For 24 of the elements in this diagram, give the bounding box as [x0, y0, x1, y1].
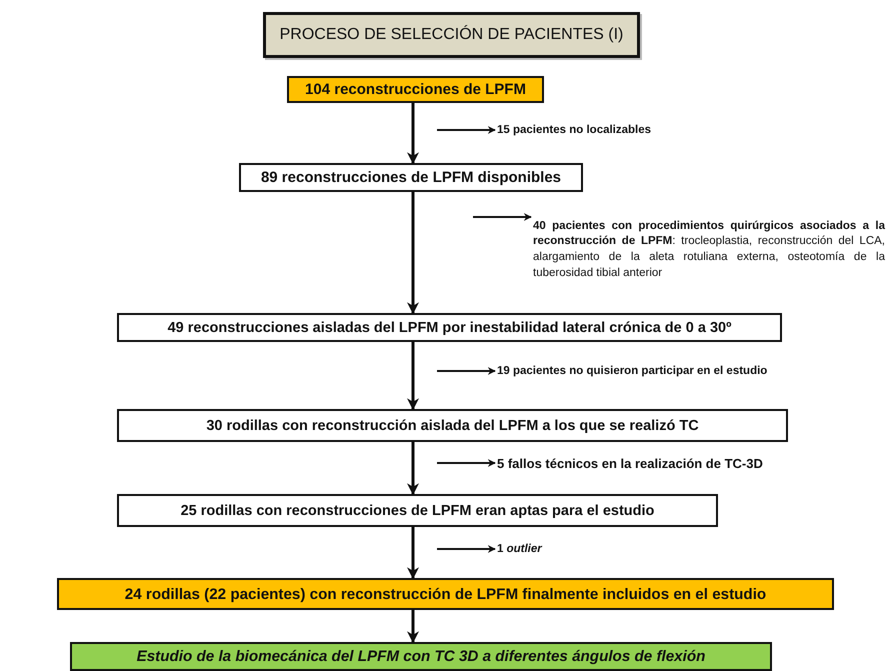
- arrow: [407, 442, 419, 496]
- arrow: [473, 213, 532, 221]
- arrow: [407, 527, 419, 580]
- process-box: 30 rodillas con reconstrucción aislada del LPFM a los que se realizó TC: [117, 409, 788, 442]
- result-box: Estudio de la biomecánica del LPFM con TC 3D a diferentes ángulos de flexión: [70, 642, 772, 671]
- arrow: [437, 367, 496, 375]
- arrow: [407, 610, 419, 644]
- exclusion-note: 19 pacientes no quisieron participar en el estudio: [497, 365, 768, 377]
- process-box: 24 rodillas (22 pacientes) con reconstrucción de LPFM finalmente incluidos en el estudio: [57, 578, 834, 610]
- process-box: 89 reconstrucciones de LPFM disponibles: [239, 163, 583, 192]
- arrow: [437, 126, 496, 134]
- exclusion-note: 15 pacientes no localizables: [497, 124, 652, 136]
- arrow: [437, 545, 496, 553]
- title-box: PROCESO DE SELECCIÓN DE PACIENTES (I): [263, 12, 640, 58]
- arrow: [407, 342, 419, 410]
- arrow: [407, 103, 419, 164]
- exclusion-note: 1 outlier: [497, 543, 542, 555]
- process-box: 49 reconstrucciones aisladas del LPFM por inestabilidad lateral crónica de 0 a 30º: [117, 313, 782, 342]
- exclusion-note: 5 fallos técnicos en la realización de TC-3D: [497, 456, 763, 470]
- arrow: [407, 192, 419, 314]
- exclusion-note: 40 pacientes con procedimientos quirúrgicos asociados a la reconstrucción de LPFM: trocleoplastia, reconstrucción del LCA, alargamiento de la aleta rotuliana externa, osteotomía de la tuberosidad tibial anterior: [533, 218, 885, 281]
- process-box: 104 reconstrucciones de LPFM: [287, 76, 544, 103]
- process-box: 25 rodillas con reconstrucciones de LPFM eran aptas para el estudio: [117, 494, 718, 527]
- arrow: [437, 459, 496, 467]
